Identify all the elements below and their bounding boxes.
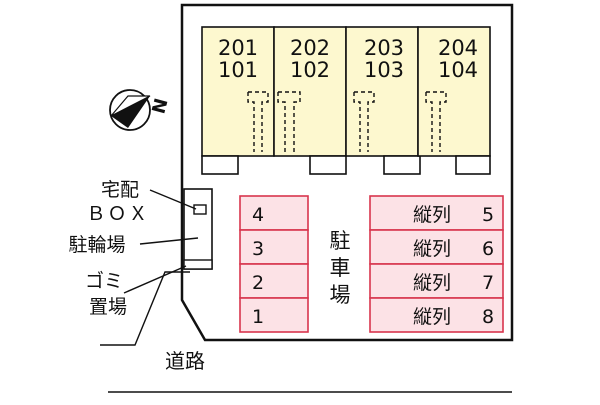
unit-2: 202 102 <box>273 26 347 175</box>
parking-slot-number: 1 <box>252 306 264 328</box>
parking-slot <box>369 195 504 231</box>
parking-slot <box>239 195 309 231</box>
parking-label-char: 車 <box>330 256 351 280</box>
delivery-box <box>193 204 207 215</box>
unit-upper-number: 202 <box>290 36 330 60</box>
north-label: N <box>148 96 172 116</box>
unit-stair-outline <box>247 91 269 152</box>
parking-right-column: 縦列 5 縦列 6 縦列 7 縦列 8 <box>369 195 504 333</box>
unit-upper-number: 203 <box>364 36 404 60</box>
delivery-box-structure <box>183 188 213 270</box>
unit-balcony <box>383 155 421 175</box>
delivery-box-leader <box>149 189 197 210</box>
garbage-label-line1: ゴミ <box>85 270 123 292</box>
delivery-box-label-line1: 宅配 <box>101 179 139 201</box>
unit-upper-number: 204 <box>438 36 478 60</box>
unit-balcony <box>455 155 491 175</box>
road-curb-line <box>100 271 190 346</box>
road-label: 道路 <box>165 349 205 373</box>
unit-1: 201 101 <box>201 26 275 175</box>
parking-slot-type: 縦列 <box>413 306 451 328</box>
left-labels: 宅配 ＢＯＸ 駐輪場 ゴミ 置場 <box>68 179 199 318</box>
unit-3: 203 103 <box>345 26 421 175</box>
unit-block <box>417 26 491 157</box>
road: 道路 <box>100 271 512 393</box>
parking-slot <box>239 263 309 299</box>
parking-slot-number: 5 <box>482 204 494 226</box>
parking-area: 4 3 2 1 駐 車 場 縦列 5 縦列 6 縦列 7 縦列 8 <box>239 195 504 333</box>
parking-slot-number: 7 <box>482 272 494 294</box>
parking-label-char: 駐 <box>330 229 351 253</box>
parking-slot <box>239 297 309 333</box>
unit-stair-outline <box>353 91 375 152</box>
parking-left-column: 4 3 2 1 <box>239 195 309 333</box>
garbage-area <box>183 259 213 270</box>
parking-slot-type: 縦列 <box>413 238 451 260</box>
garbage-label-line2: 置場 <box>89 296 127 318</box>
parking-slot <box>369 297 504 333</box>
delivery-box-label-line2: ＢＯＸ <box>86 203 149 225</box>
parking-slot-number: 4 <box>252 204 264 226</box>
unit-lower-number: 102 <box>290 58 330 82</box>
unit-balcony <box>309 155 347 175</box>
parking-slot-type: 縦列 <box>413 272 451 294</box>
unit-stair-outline <box>425 91 447 152</box>
unit-upper-number: 201 <box>218 36 258 60</box>
unit-lower-number: 104 <box>438 58 478 82</box>
garbage-leader <box>123 265 187 294</box>
unit-lower-number: 101 <box>218 58 258 82</box>
delivery-box-frame <box>183 188 213 270</box>
unit-lower-number: 103 <box>364 58 404 82</box>
unit-stair-outline <box>277 91 301 152</box>
bicycle-parking-leader <box>139 237 199 245</box>
bicycle-parking-label: 駐輪場 <box>68 234 125 256</box>
parking-slot-number: 6 <box>482 238 494 260</box>
north-arrow-icon: N <box>109 89 173 131</box>
parking-slot <box>239 229 309 265</box>
building: 201 101 202 102 203 103 204 104 <box>201 26 491 175</box>
parking-label: 駐 車 場 <box>330 229 351 307</box>
parking-slot-number: 2 <box>252 272 264 294</box>
unit-4: 204 104 <box>417 26 491 175</box>
parking-slot <box>369 229 504 265</box>
parking-slot-number: 3 <box>252 238 264 260</box>
unit-balcony <box>201 155 239 175</box>
parking-slot-type: 縦列 <box>413 204 451 226</box>
parking-label-char: 場 <box>330 283 351 307</box>
parking-slot-number: 8 <box>482 306 494 328</box>
